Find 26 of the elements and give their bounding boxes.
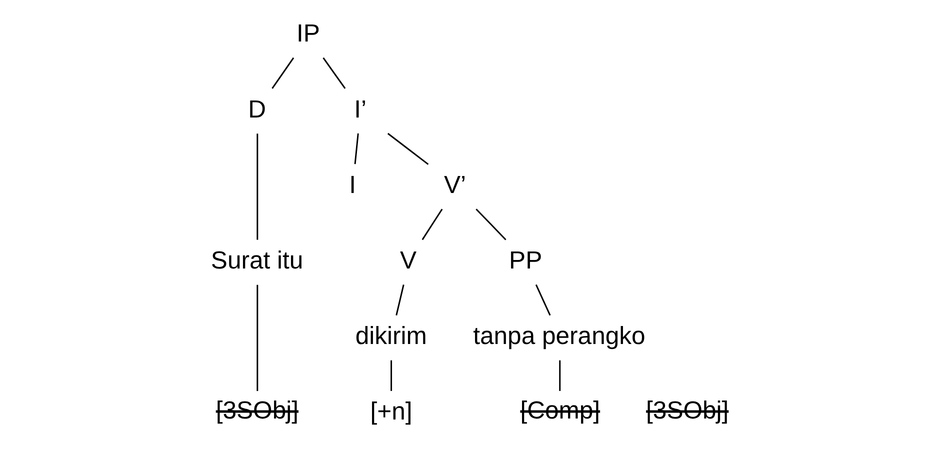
node-text: tanpa perangko — [472, 323, 645, 350]
node-text: PP — [508, 248, 542, 275]
node-text: I — [348, 172, 356, 199]
node-text: [Comp] — [520, 398, 600, 424]
connector — [271, 57, 294, 89]
connector — [534, 284, 550, 316]
node-text: Surat itu — [210, 248, 303, 275]
connector — [475, 208, 506, 240]
node-text: [3SObj] — [215, 398, 298, 424]
connector — [322, 57, 346, 89]
connector — [558, 360, 560, 391]
node-text: V — [399, 248, 416, 275]
node-text: dikirim — [354, 323, 426, 350]
connector — [256, 284, 258, 392]
connector — [386, 132, 428, 165]
connector — [390, 360, 392, 391]
connector — [256, 134, 258, 240]
node-text: IP — [296, 20, 320, 48]
node-text: D — [248, 96, 266, 124]
node-text: I’ — [354, 96, 366, 124]
node-text: [+n] — [370, 398, 412, 426]
connector — [354, 133, 358, 164]
node-text: [3SObj] — [646, 398, 728, 424]
node-text: V’ — [443, 172, 466, 199]
connector — [395, 284, 404, 316]
connector — [421, 208, 442, 240]
